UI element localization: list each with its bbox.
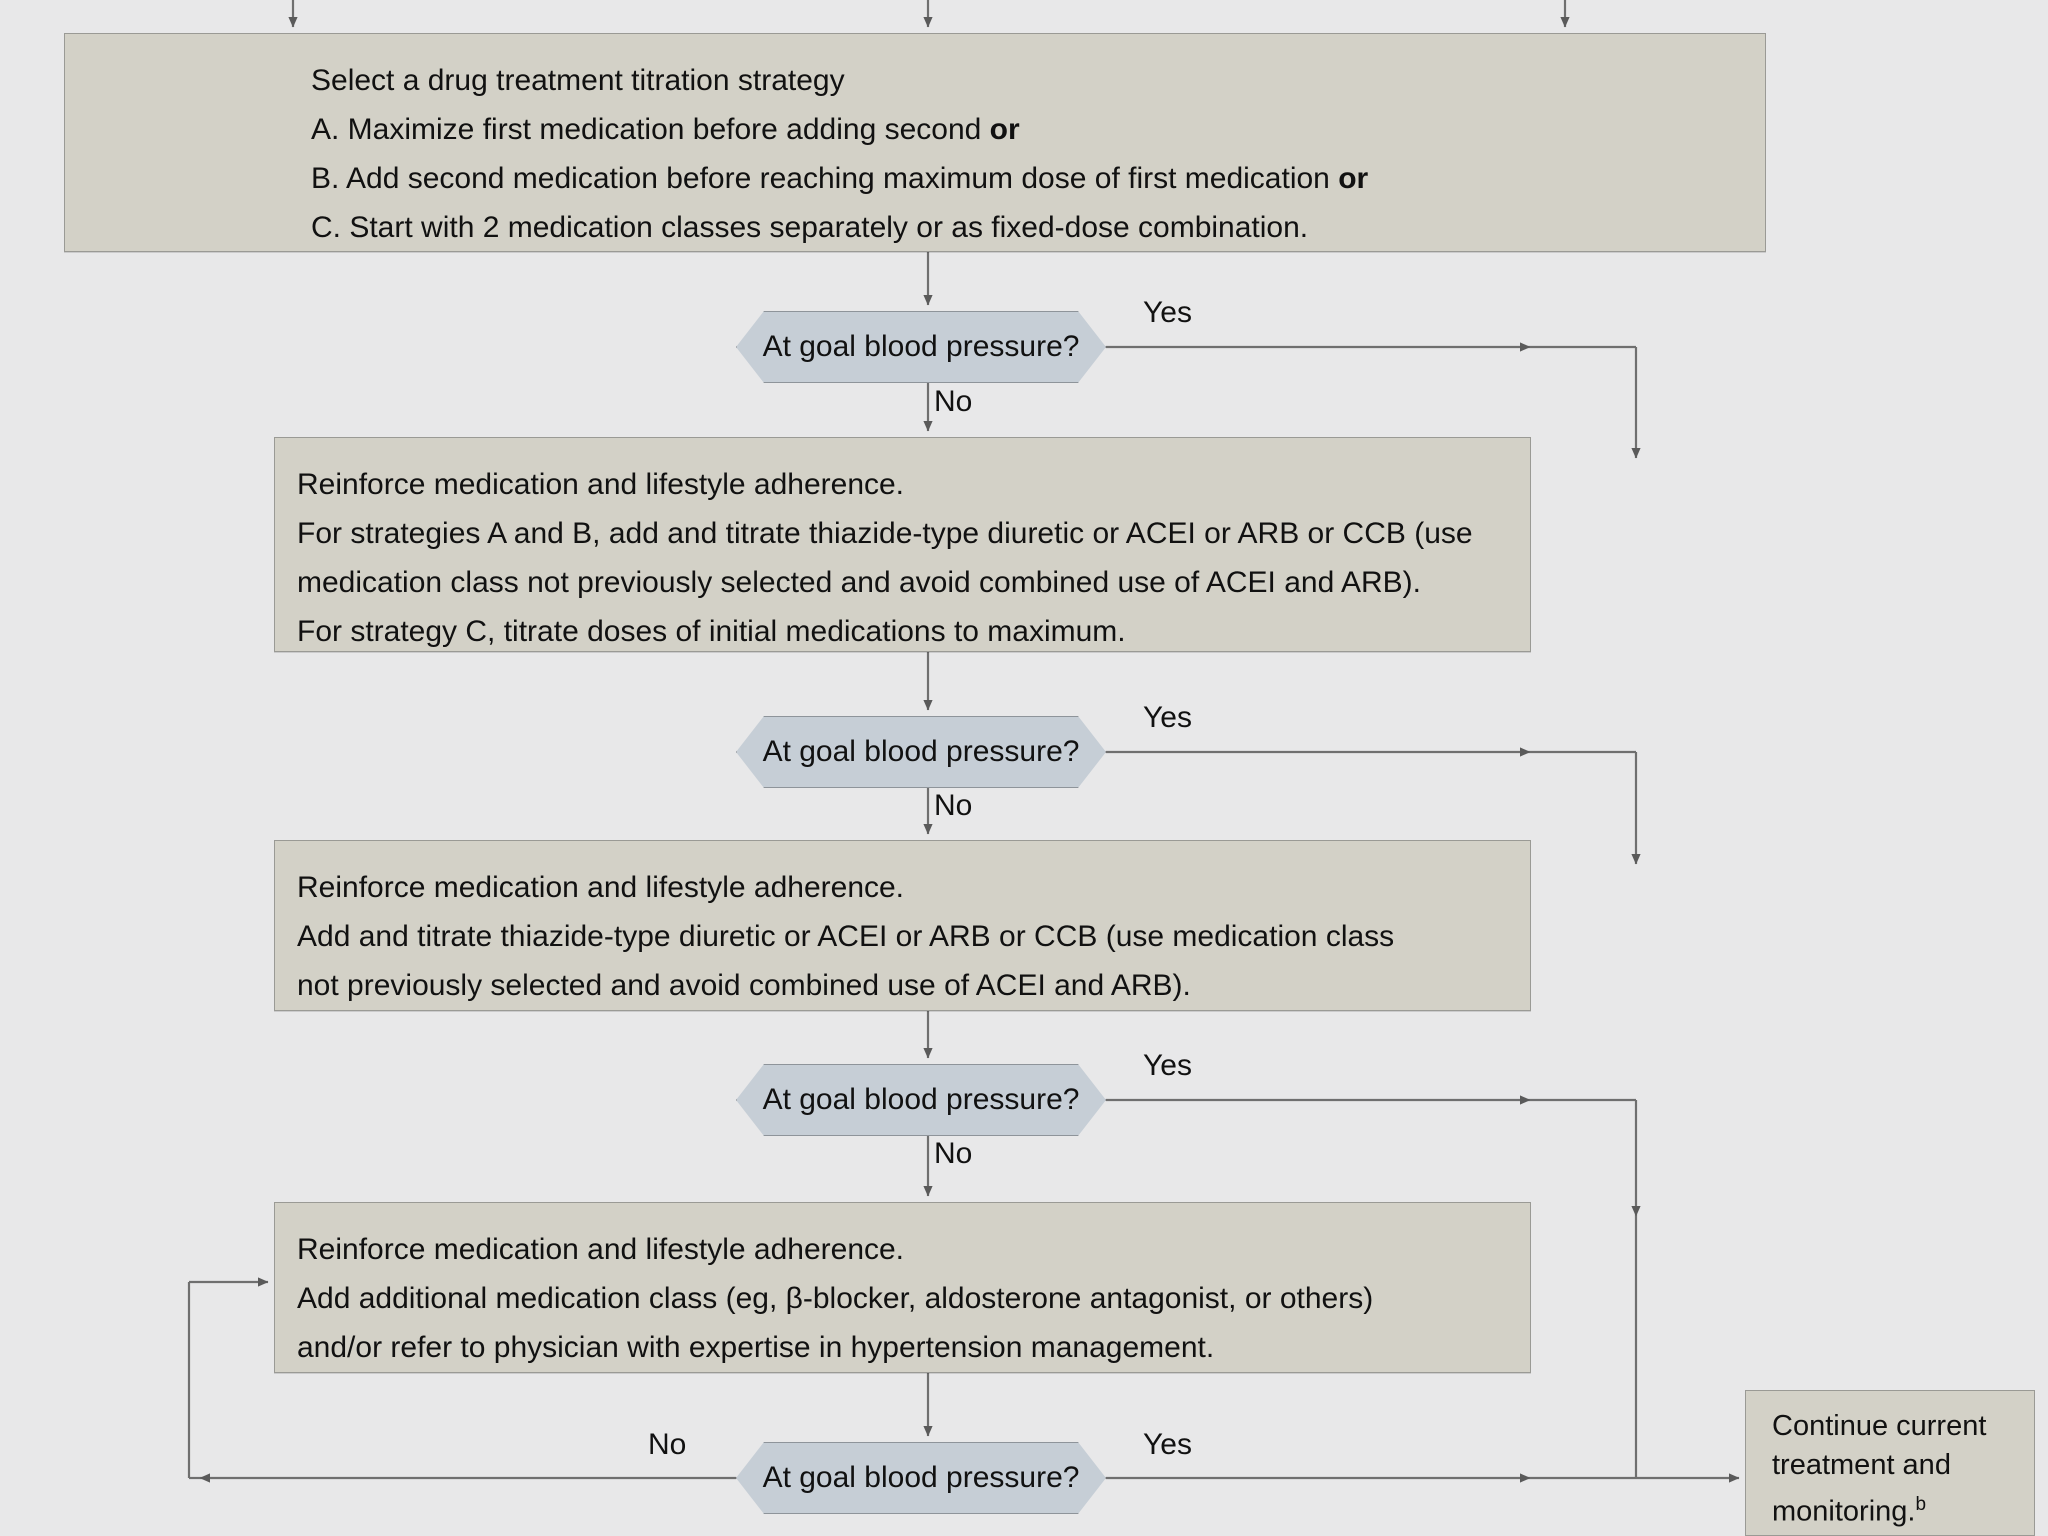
step1-line4: For strategy C, titrate doses of initial…: [297, 615, 1126, 648]
step3-line3: and/or refer to physician with expertise…: [297, 1331, 1215, 1364]
edge-label-yes-2: Yes: [1143, 701, 1192, 734]
strategy-option-a-text: A. Maximize first medication before addi…: [311, 113, 990, 146]
step1-line2: For strategies A and B, add and titrate …: [297, 517, 1473, 550]
continue-line3-text: monitoring.: [1772, 1495, 1916, 1528]
decision-4-label: At goal blood pressure?: [762, 1461, 1080, 1494]
step3-line1: Reinforce medication and lifestyle adher…: [297, 1233, 905, 1266]
decision-3-label: At goal blood pressure?: [762, 1083, 1080, 1116]
edge-label-yes-1: Yes: [1143, 296, 1192, 329]
continue-line1: Continue current: [1772, 1410, 1987, 1442]
step1-box: Reinforce medication and lifestyle adher…: [274, 437, 1531, 652]
continue-line2: treatment and: [1772, 1449, 1951, 1481]
step2-line2: Add and titrate thiazide-type diuretic o…: [297, 920, 1395, 953]
continue-box: Continue current treatment and monitorin…: [1745, 1390, 2035, 1536]
continue-line3: monitoring.b: [1772, 1485, 2034, 1532]
decision-3[interactable]: At goal blood pressure?: [736, 1064, 1106, 1136]
decision-2[interactable]: At goal blood pressure?: [736, 716, 1106, 788]
edge-label-yes-4: Yes: [1143, 1428, 1192, 1461]
edge-label-no-1: No: [934, 385, 973, 418]
edge-label-no-4: No: [648, 1428, 687, 1461]
step2-line3: not previously selected and avoid combin…: [297, 969, 1191, 1002]
edge-label-yes-3: Yes: [1143, 1049, 1192, 1082]
strategy-box: Select a drug treatment titration strate…: [64, 33, 1766, 252]
continue-footnote-marker: b: [1915, 1494, 1927, 1515]
step3-box: Reinforce medication and lifestyle adher…: [274, 1202, 1531, 1373]
step2-box: Reinforce medication and lifestyle adher…: [274, 840, 1531, 1011]
step2-line1: Reinforce medication and lifestyle adher…: [297, 871, 905, 904]
decision-4[interactable]: At goal blood pressure?: [736, 1442, 1106, 1514]
step3-line2: Add additional medication class (eg, β-b…: [297, 1282, 1374, 1315]
step1-line1: Reinforce medication and lifestyle adher…: [297, 468, 905, 501]
decision-2-label: At goal blood pressure?: [762, 735, 1080, 768]
strategy-option-a-or: or: [989, 113, 1020, 146]
decision-1-label: At goal blood pressure?: [762, 330, 1080, 363]
edge-label-no-2: No: [934, 789, 973, 822]
strategy-option-b: B. Add second medication before reaching…: [311, 154, 1765, 203]
strategy-option-b-text: B. Add second medication before reaching…: [311, 162, 1339, 195]
strategy-title: Select a drug treatment titration strate…: [311, 64, 845, 97]
decision-1[interactable]: At goal blood pressure?: [736, 311, 1106, 383]
strategy-option-a: A. Maximize first medication before addi…: [311, 105, 1765, 154]
strategy-option-b-or: or: [1338, 162, 1369, 195]
edge-label-no-3: No: [934, 1137, 973, 1170]
step1-line3: medication class not previously selected…: [297, 566, 1421, 599]
strategy-option-c: C. Start with 2 medication classes separ…: [311, 211, 1309, 244]
